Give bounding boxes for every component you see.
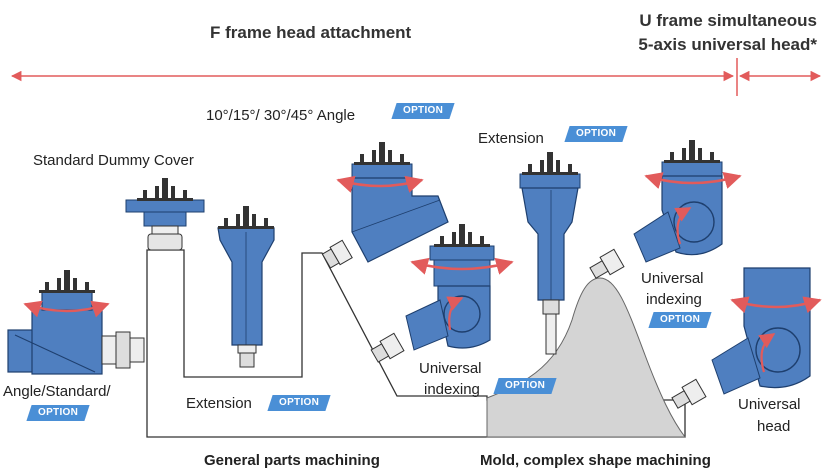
universal-head-label-line1: Universal [738,396,801,413]
mold-shape [486,277,687,438]
standard-dummy-cover-label: Standard Dummy Cover [33,152,194,169]
dummy-cover [125,178,205,251]
general-parts-caption: General parts machining [204,452,380,469]
option-badge-extension-top: OPTION [564,126,628,142]
universal-head-label-line2: head [757,418,791,435]
universal-indexing-1-label-line1: Universal [419,360,482,377]
u-frame-header-line2: 5-axis universal head* [638,35,817,54]
angle-standard-head [7,270,145,375]
option-badge-universal-indexing-1: OPTION [493,378,557,394]
universal-indexing-head-2 [589,140,742,279]
angle-standard-label: Angle/Standard/ [3,383,111,400]
option-badge-angle-standard: OPTION [26,405,90,421]
universal-indexing-2-label-line2: indexing [646,291,702,308]
extension-head-top [519,152,581,355]
angle-options-label: 10°/15°/ 30°/45° Angle [206,107,356,124]
extension-top-label: Extension [478,130,544,147]
option-badge-universal-indexing-2: OPTION [648,312,712,328]
universal-indexing-head-1 [370,224,514,363]
extension-head-bottom [217,206,275,368]
angle-head-tilted [321,142,449,269]
u-frame-header-line1: U frame simultaneous [639,11,817,30]
universal-head-u-frame [671,267,822,409]
option-badge-extension-bottom: OPTION [267,395,331,411]
option-badge-angle: OPTION [391,103,455,119]
universal-indexing-1-label-line2: indexing [424,381,480,398]
extension-bottom-label: Extension [186,395,252,412]
mold-machining-caption: Mold, complex shape machining [480,452,711,469]
universal-indexing-2-label-line1: Universal [641,270,704,287]
f-frame-header: F frame head attachment [210,23,412,42]
